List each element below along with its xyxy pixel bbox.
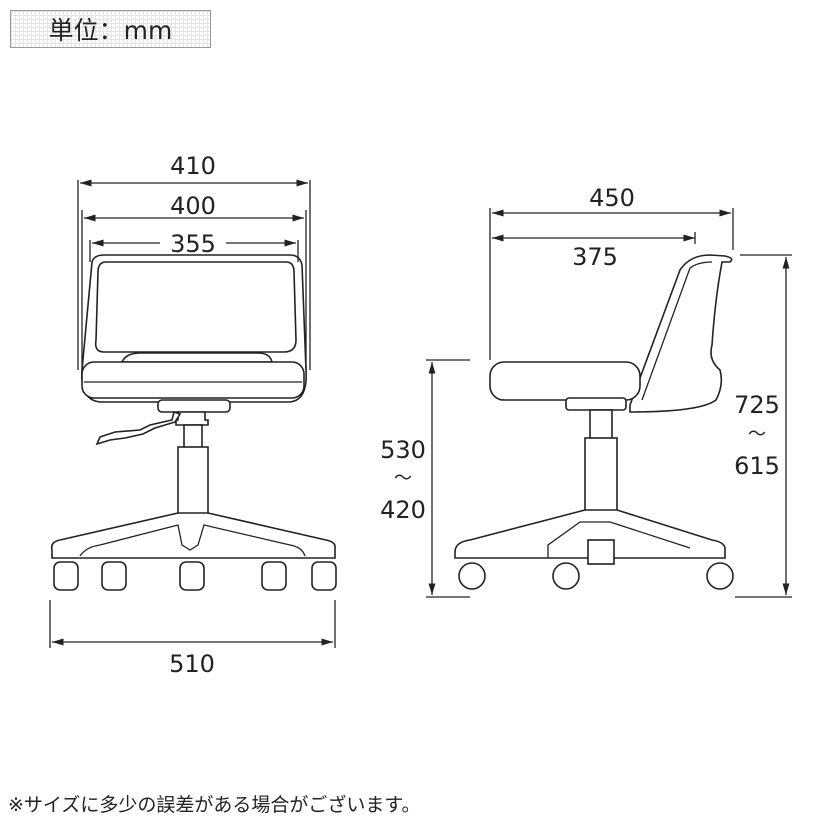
side-dimensions: 450 375 530 〜 420 725 〜 615: [378, 184, 792, 598]
range-symbol-total: 〜: [748, 424, 766, 445]
range-symbol-seat: 〜: [394, 468, 412, 489]
dim-width-outer: 410: [170, 152, 216, 180]
footnote: ※サイズに多少の誤差がある場合がございます。: [8, 794, 421, 816]
dim-width-back: 355: [170, 230, 216, 258]
unit-label: 単位：mm: [10, 10, 211, 48]
dim-depth-seat: 375: [572, 243, 618, 271]
dim-seat-height-max: 530: [380, 436, 426, 464]
side-view-chair: [454, 254, 734, 590]
dim-total-height-max: 725: [734, 391, 780, 419]
front-view-chair: [50, 254, 337, 591]
dim-depth-outer: 450: [589, 184, 635, 212]
front-dimensions: 410 400 355 510: [49, 152, 336, 678]
dim-seat-height-min: 420: [380, 496, 426, 524]
dim-base-width: 510: [169, 650, 215, 678]
front-casters: [53, 561, 337, 591]
side-wheels: [458, 562, 734, 590]
dim-width-seat: 400: [170, 192, 216, 220]
dim-total-height-min: 615: [734, 452, 780, 480]
